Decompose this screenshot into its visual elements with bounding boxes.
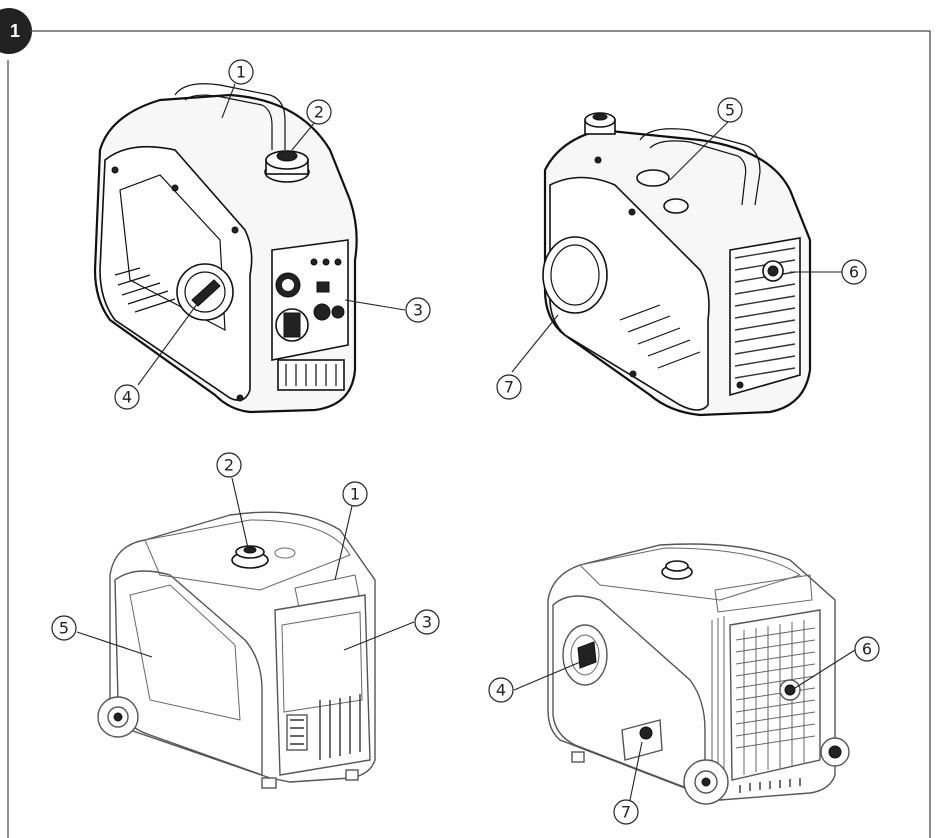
- svg-text:3: 3: [422, 613, 432, 632]
- fuel-cap: [231, 545, 269, 569]
- wheel: [683, 759, 729, 805]
- fuel-cap: [264, 150, 310, 183]
- figure-frame: [7, 30, 931, 838]
- callout-2-bottom-left: 2: [216, 452, 242, 478]
- svg-text:1: 1: [236, 63, 246, 82]
- callouts-top-right: [511, 121, 842, 373]
- carry-handle: [174, 83, 286, 150]
- callout-4-top-left: 4: [114, 384, 140, 410]
- generator-compact-rear-view: [542, 112, 812, 417]
- callout-2-top-left: 2: [306, 99, 332, 125]
- callout-5-bottom-left: 5: [51, 615, 77, 641]
- callout-5-top-right: 5: [717, 97, 743, 123]
- callouts-top-left: [137, 83, 406, 386]
- callout-3-top-left: 3: [405, 297, 431, 323]
- side-fins: [711, 616, 725, 784]
- control-panel: [271, 239, 349, 361]
- svg-text:2: 2: [224, 456, 234, 475]
- svg-text:2: 2: [314, 103, 324, 122]
- svg-text:6: 6: [849, 263, 859, 282]
- outlet-box: [286, 714, 308, 751]
- side-opening: [542, 236, 608, 314]
- side-panel: [99, 145, 253, 401]
- top-oval: [636, 169, 670, 187]
- svg-text:7: 7: [504, 378, 514, 397]
- svg-text:7: 7: [621, 803, 631, 822]
- svg-text:4: 4: [496, 681, 506, 700]
- side-vents: [619, 304, 701, 369]
- svg-text:5: 5: [59, 619, 69, 638]
- fuel-cap: [661, 560, 693, 580]
- wheel: [820, 737, 850, 767]
- wheel: [97, 696, 139, 738]
- figure-number-badge: 1: [0, 8, 32, 54]
- carry-handle: [639, 128, 761, 206]
- recoil-starter: [176, 263, 234, 321]
- carry-handle: [714, 574, 813, 613]
- maintenance-grille: [729, 609, 821, 793]
- callouts-bottom-right: [513, 649, 856, 801]
- callout-7-top-right: 7: [496, 374, 522, 400]
- callout-3-bottom-left: 3: [414, 609, 440, 635]
- generator-large-rear-view: [547, 543, 850, 805]
- callout-1-top-left: 1: [228, 59, 254, 85]
- fuel-cap: [584, 112, 616, 135]
- callout-1-bottom-left: 1: [342, 481, 368, 507]
- generator-compact-front-view: [93, 83, 358, 414]
- callout-7-bottom-right: 7: [613, 799, 639, 825]
- svg-text:3: 3: [413, 301, 423, 320]
- front-vents: [319, 694, 361, 760]
- callout-6-bottom-right: 6: [854, 636, 880, 662]
- callout-labels: 1 2 3 4 5 6 7 2 1 5 3 4 6 7: [51, 59, 880, 825]
- svg-text:6: 6: [862, 640, 872, 659]
- side-panel: [548, 176, 710, 411]
- callout-4-bottom-right: 4: [488, 677, 514, 703]
- maintenance-grille: [729, 237, 801, 397]
- svg-text:5: 5: [725, 101, 735, 120]
- side-vents: [114, 267, 176, 313]
- front-vents: [277, 359, 345, 391]
- svg-text:1: 1: [350, 485, 360, 504]
- top-deck: [144, 519, 351, 591]
- callouts-bottom-left: [76, 477, 415, 658]
- svg-text:4: 4: [122, 388, 132, 407]
- generator-large-left-view: [97, 511, 376, 789]
- recoil-starter: [562, 624, 608, 686]
- fuel-valve-bracket: [621, 719, 663, 761]
- callout-6-top-right: 6: [841, 259, 867, 285]
